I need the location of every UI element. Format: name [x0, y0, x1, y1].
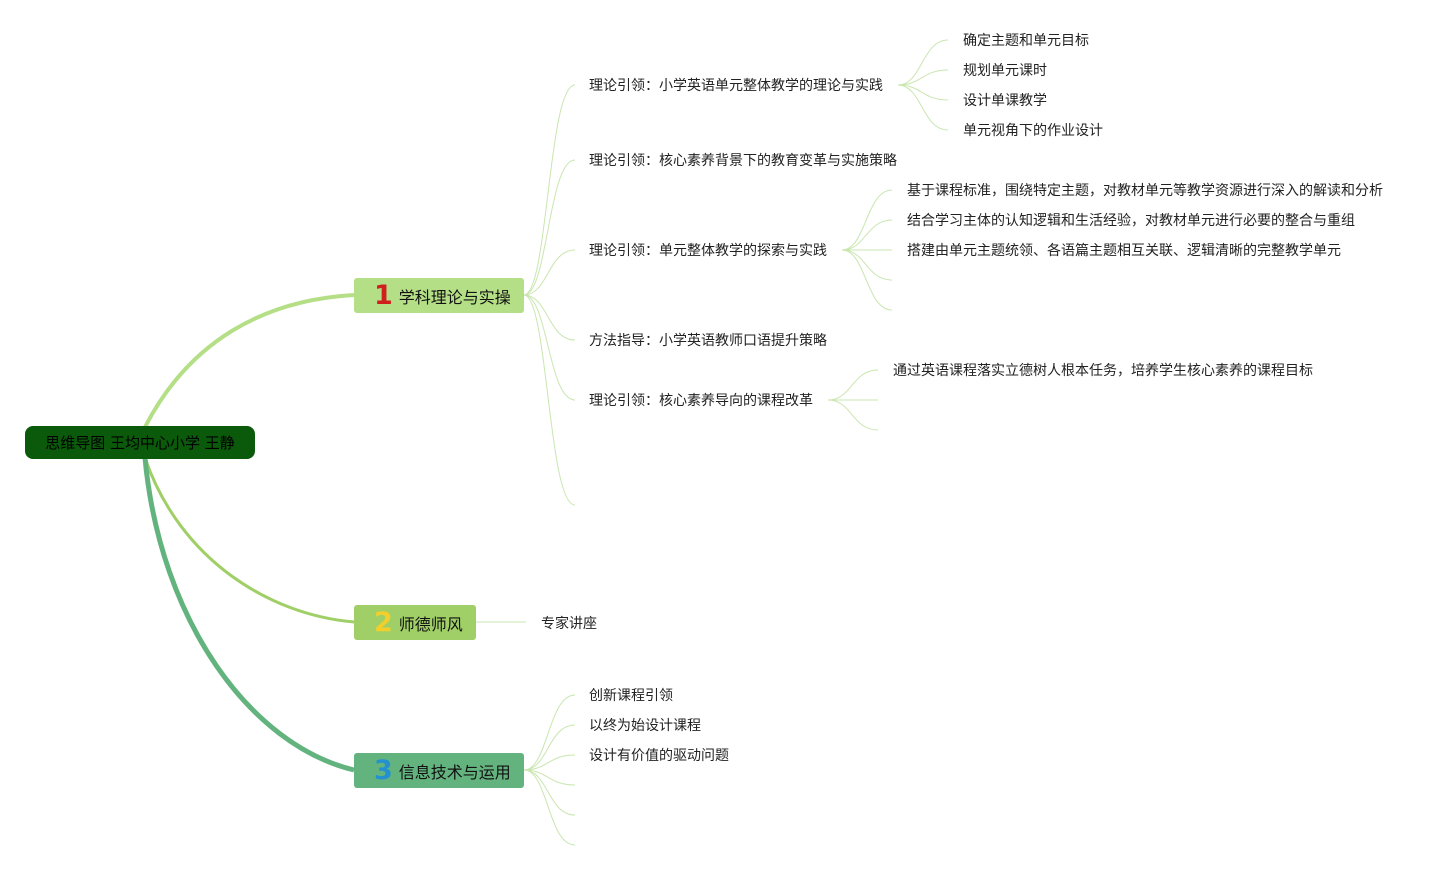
branch-label-1: 学科理论与实操: [398, 287, 511, 307]
root-label: 思维导图 王均中心小学 王静: [45, 434, 235, 452]
subtopic-1-5-1[interactable]: 通过英语课程落实立德树人根本任务，培养学生核心素养的课程目标: [893, 363, 1313, 379]
topic-1-5[interactable]: 理论引领：核心素养导向的课程改革: [589, 393, 813, 409]
subtopic-1-3-2[interactable]: 结合学习主体的认知逻辑和生活经验，对教材单元进行必要的整合与重组: [907, 213, 1355, 229]
branch-label-2: 师德师风: [398, 614, 463, 634]
branch-node-3[interactable]: 3 信息技术与运用: [354, 753, 524, 788]
topic-2-1[interactable]: 专家讲座: [541, 616, 597, 632]
subtopic-1-3-1[interactable]: 基于课程标准，围绕特定主题，对教材单元等教学资源进行深入的解读和分析: [907, 183, 1383, 199]
topic-1-1[interactable]: 理论引领：小学英语单元整体教学的理论与实践: [589, 78, 883, 94]
connector-root-branch1: [143, 293, 355, 428]
topic-3-1[interactable]: 创新课程引领: [589, 688, 673, 704]
topic-1-3[interactable]: 理论引领：单元整体教学的探索与实践: [589, 243, 827, 259]
subtopic-1-1-3[interactable]: 设计单课教学: [963, 93, 1047, 109]
topic-3-2[interactable]: 以终为始设计课程: [589, 718, 701, 734]
subtopic-1-1-4[interactable]: 单元视角下的作业设计: [963, 123, 1103, 139]
root-node[interactable]: 思维导图 王均中心小学 王静: [25, 426, 255, 459]
connector-root-branch2: [143, 457, 355, 624]
branch-label-3: 信息技术与运用: [398, 762, 511, 782]
branch-number-2: 2: [374, 607, 393, 638]
subtopic-1-3-3[interactable]: 搭建由单元主题统领、各语篇主题相互关联、逻辑清晰的完整教学单元: [907, 243, 1341, 259]
topic-3-3[interactable]: 设计有价值的驱动问题: [589, 748, 729, 764]
branch-number-3: 3: [374, 755, 393, 786]
branch-node-2[interactable]: 2 师德师风: [354, 605, 476, 640]
topic-1-4[interactable]: 方法指导：小学英语教师口语提升策略: [589, 333, 827, 349]
topic-1-2[interactable]: 理论引领：核心素养背景下的教育变革与实施策略: [589, 153, 897, 169]
subtopic-1-1-1[interactable]: 确定主题和单元目标: [963, 33, 1089, 49]
branch-number-1: 1: [374, 280, 393, 311]
connector-root-branch3: [142, 457, 355, 773]
branch-node-1[interactable]: 1 学科理论与实操: [354, 278, 524, 313]
subtopic-1-1-2[interactable]: 规划单元课时: [963, 63, 1047, 79]
